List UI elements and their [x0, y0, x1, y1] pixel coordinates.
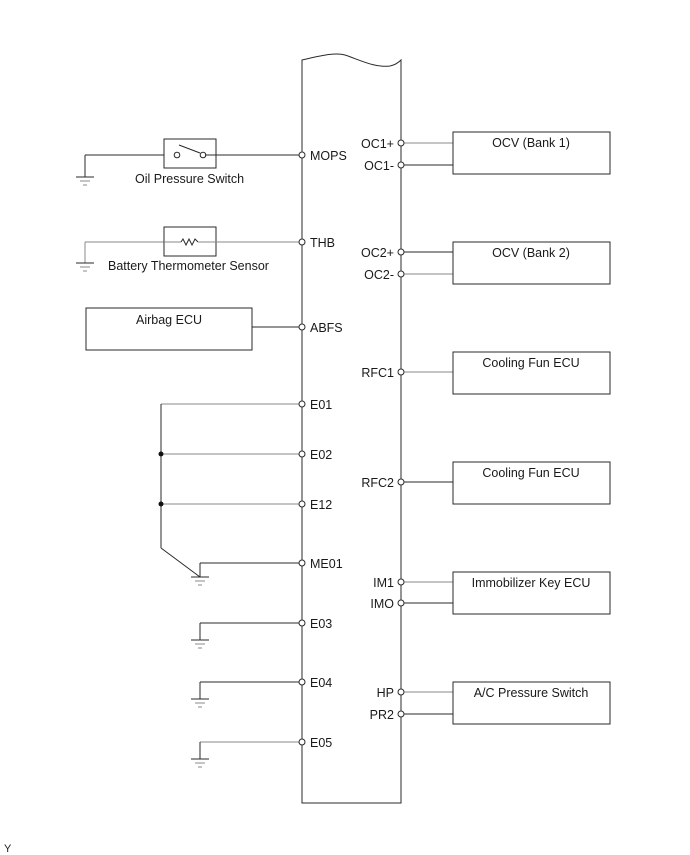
ac-pressure-switch: A/C Pressure Switch [404, 681, 611, 725]
terminal-label-mops: MOPS [310, 149, 347, 163]
junction-dot [158, 451, 164, 457]
terminal-pin-imo [397, 599, 405, 607]
terminal-pin-oc2m [397, 270, 405, 278]
ground-icon [76, 176, 94, 186]
ground-icon [76, 262, 94, 272]
terminal-pin-e05 [298, 738, 306, 746]
terminal-pin-me01 [298, 559, 306, 567]
oil-pressure-switch: Oil Pressure Switch [76, 138, 299, 186]
terminal-label-abfs: ABFS [310, 321, 343, 335]
terminal-label-e04: E04 [310, 676, 332, 690]
ocv-bank1-label: OCV (Bank 1) [492, 136, 570, 150]
terminal-label-e01: E01 [310, 398, 332, 412]
terminal-pin-thb [298, 238, 306, 246]
battery-thermometer-sensor-label: Battery Thermometer Sensor [108, 259, 269, 273]
battery-thermometer-sensor: Battery Thermometer Sensor [76, 226, 299, 273]
ocv-bank1: OCV (Bank 1) [404, 131, 611, 175]
cooling-fan-ecu-2: Cooling Fun ECU [404, 461, 611, 505]
terminal-pin-rfc2 [397, 478, 405, 486]
ecu-body [301, 53, 402, 804]
cooling-fan-ecu-2-label: Cooling Fun ECU [482, 466, 579, 480]
cooling-fan-ecu-1: Cooling Fun ECU [404, 351, 611, 395]
ocv-bank2: OCV (Bank 2) [404, 241, 611, 285]
terminal-pin-mops [298, 151, 306, 159]
cooling-fan-ecu-1-label: Cooling Fun ECU [482, 356, 579, 370]
terminal-label-thb: THB [310, 236, 335, 250]
terminal-pin-abfs [298, 323, 306, 331]
terminal-pin-rfc1 [397, 368, 405, 376]
terminal-label-me01: ME01 [310, 557, 343, 571]
terminal-pin-e01 [298, 400, 306, 408]
resistor-icon [164, 237, 216, 247]
terminal-label-oc2p: OC2+ [361, 246, 394, 260]
terminal-label-im1: IM1 [373, 576, 394, 590]
terminal-pin-hp [397, 688, 405, 696]
immobilizer-key-ecu-label: Immobilizer Key ECU [472, 576, 591, 590]
immobilizer-key-ecu: Immobilizer Key ECU [404, 571, 611, 615]
terminal-label-hp: HP [377, 686, 394, 700]
terminal-label-rfc1: RFC1 [361, 366, 394, 380]
terminal-pin-pr2 [397, 710, 405, 718]
terminal-pin-e04 [298, 678, 306, 686]
terminal-pin-oc2p [397, 248, 405, 256]
terminal-label-e05: E05 [310, 736, 332, 750]
ocv-bank2-label: OCV (Bank 2) [492, 246, 570, 260]
terminal-pin-oc1p [397, 139, 405, 147]
terminal-label-oc1p: OC1+ [361, 137, 394, 151]
terminal-label-e03: E03 [310, 617, 332, 631]
junction-dot [158, 501, 164, 507]
oil-pressure-switch-label: Oil Pressure Switch [135, 172, 244, 186]
terminal-label-oc1m: OC1- [364, 159, 394, 173]
ac-pressure-switch-label: A/C Pressure Switch [474, 686, 589, 700]
terminal-pin-e03 [298, 619, 306, 627]
e04-ground [191, 681, 299, 708]
airbag-ecu: Airbag ECU [85, 307, 299, 351]
terminal-pin-e12 [298, 500, 306, 508]
terminal-pin-e02 [298, 450, 306, 458]
terminal-pin-oc1m [397, 161, 405, 169]
ground-bus [158, 403, 299, 586]
terminal-label-pr2: PR2 [370, 708, 394, 722]
terminal-label-oc2m: OC2- [364, 268, 394, 282]
airbag-ecu-label: Airbag ECU [136, 313, 202, 327]
corner-mark: Y [4, 843, 12, 855]
terminal-label-e12: E12 [310, 498, 332, 512]
terminal-label-imo: IMO [370, 597, 394, 611]
terminal-label-rfc2: RFC2 [361, 476, 394, 490]
e05-ground [191, 741, 299, 768]
e03-ground [191, 622, 299, 649]
terminal-pin-im1 [397, 578, 405, 586]
terminal-label-e02: E02 [310, 448, 332, 462]
ground-icon [191, 576, 209, 586]
